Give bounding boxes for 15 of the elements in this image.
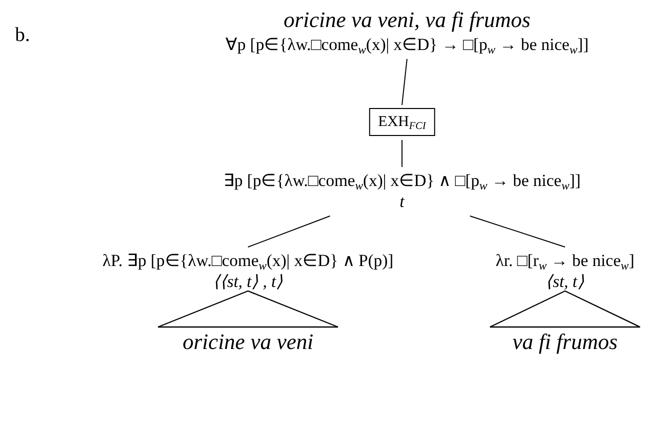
type-label: ⟨st, t⟩ — [546, 271, 584, 292]
tree-branch — [248, 216, 330, 248]
operator-box: EXH$_{FCI}$ — [369, 108, 435, 136]
phrase-text: va fi frumos — [512, 328, 618, 356]
formula-text: ∃p [p∈{λw.□come$_{w}$(x)| x∈D} ∧ □[p$_{w}$ → be nice$_{w}$]] — [223, 170, 581, 191]
subfigure-label: b. — [15, 24, 30, 47]
formula-text: λP. ∃p [p∈{λw.□come$_{w}$(x)| x∈D} ∧ P(p)] — [102, 250, 394, 271]
phrase-text: oricine va veni — [182, 328, 314, 356]
type-label: t — [400, 191, 404, 212]
tree-branch — [402, 58, 408, 106]
tree-branch — [470, 216, 566, 248]
type-label: ⟨⟨st, t⟩ , t⟩ — [212, 271, 284, 292]
formula-text: λr. □[r$_{w}$ → be nice$_{w}$] — [496, 250, 634, 271]
sentence-text: oricine va veni, va fi frumos — [284, 6, 530, 34]
formula-text: ∀p [p∈{λw.□come$_{w}$(x)| x∈D} → □[p$_{w}$ → be nice$_{w}$]] — [225, 34, 589, 55]
